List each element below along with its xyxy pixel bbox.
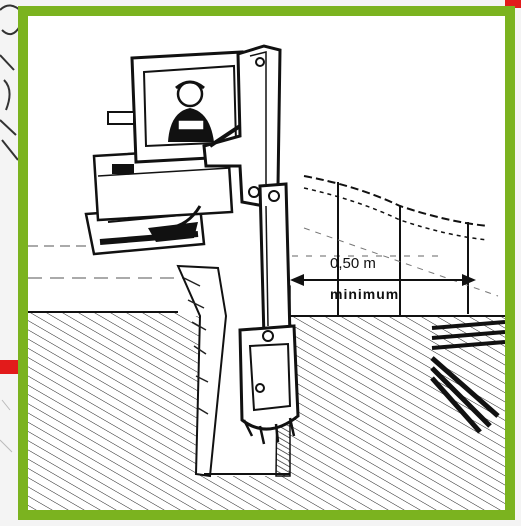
excavation-safety-illustration: 0,50 m minimum (28, 16, 505, 510)
red-marker (0, 360, 18, 374)
distance-annotation: 0,50 m minimum (290, 255, 476, 302)
illustration-frame: 0,50 m minimum (18, 6, 515, 520)
distance-label: 0,50 m (330, 255, 376, 272)
minimum-label: minimum (330, 286, 399, 302)
